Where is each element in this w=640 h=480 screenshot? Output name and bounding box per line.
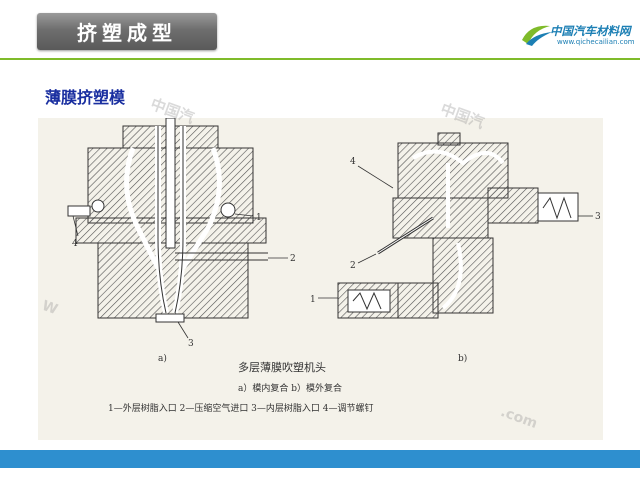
logo-swoosh-icon <box>522 25 552 46</box>
figure-caption-sub: a）模内复合 b）模外复合 <box>238 384 342 394</box>
a-callout-3: 3 <box>188 339 194 349</box>
logo-url: www.qichecailian.com <box>557 38 635 46</box>
a-callout-4: 4 <box>72 239 78 249</box>
die-diagram: 1 2 3 4 4 3 1 <box>67 118 601 349</box>
a-callout-2: 2 <box>290 254 296 264</box>
logo-text: 中国汽车材料网 <box>550 24 631 38</box>
slide-title: 挤塑成型 <box>77 21 177 45</box>
site-logo: 中国汽车材料网 www.qichecailian.com <box>520 20 638 52</box>
b-callout-4: 4 <box>350 157 356 167</box>
figure-caption-legend: 1—外层树脂入口 2—压缩空气进口 3—内层树脂入口 4—调节螺钉 <box>108 404 374 414</box>
b-callout-2: 2 <box>350 261 356 271</box>
figure-label-b: b) <box>458 354 468 364</box>
b-callout-3: 3 <box>595 212 601 222</box>
footer-bar <box>0 450 640 468</box>
figure-label-a: a) <box>158 354 167 364</box>
die-diagram-figure: 1 2 3 4 4 3 1 <box>38 118 603 440</box>
section-subtitle: 薄膜挤塑模 <box>45 88 126 107</box>
a-callout-1: 1 <box>256 213 262 223</box>
die-a-drawing <box>67 118 288 339</box>
die-b-drawing <box>318 132 593 319</box>
figure-caption-title: 多层薄膜吹塑机头 <box>238 361 326 374</box>
header-divider <box>0 58 640 60</box>
b-callout-1: 1 <box>310 295 316 305</box>
slide-title-bar: 挤塑成型 <box>37 13 217 50</box>
